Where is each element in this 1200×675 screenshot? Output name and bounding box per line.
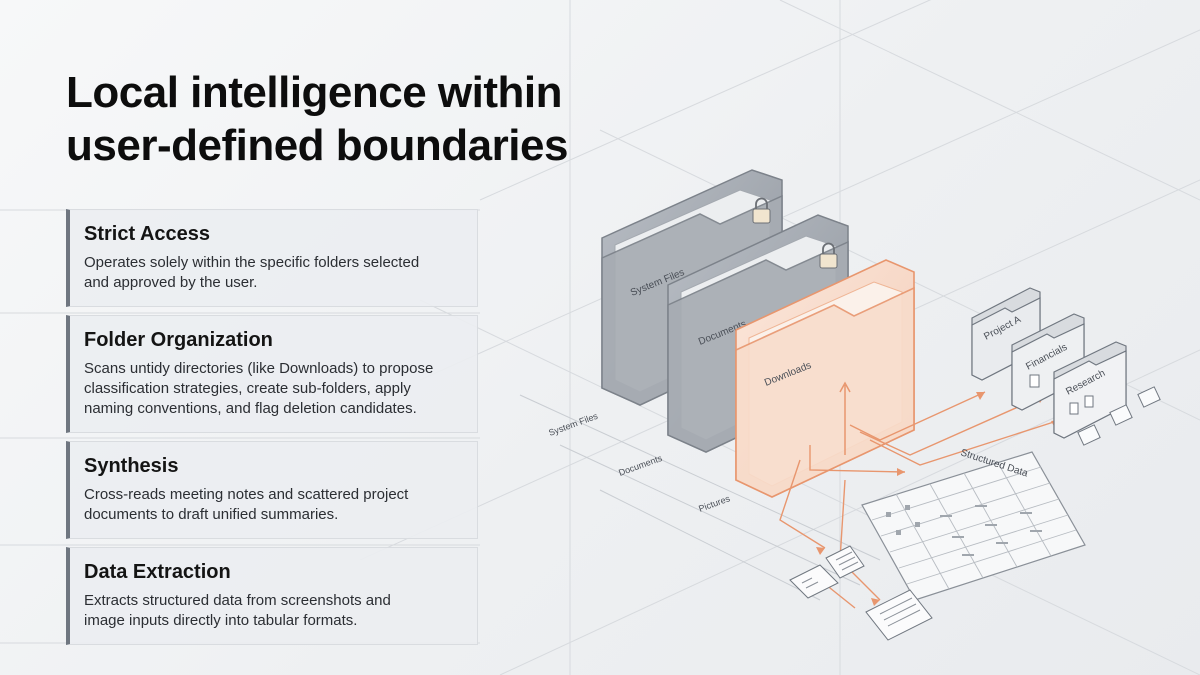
subfolder-financials: Financials: [1011, 313, 1085, 411]
summary-document: [865, 589, 933, 641]
feature-card-synthesis: Synthesis Cross-reads meeting notes and …: [66, 441, 478, 539]
folder-diagram: System Files Documents Downloads System …: [519, 169, 1161, 641]
feature-description: Scans untidy directories (like Downloads…: [84, 359, 463, 419]
feature-description-line: Extracts structured data from screenshot…: [84, 592, 391, 609]
feature-list: Strict Access Operates solely within the…: [66, 209, 478, 653]
page-title: Local intelligence within user-defined b…: [66, 66, 666, 172]
feature-card-data-extraction: Data Extraction Extracts structured data…: [66, 547, 478, 645]
structured-data-table: Structured Data: [861, 447, 1086, 601]
page-title-line-2: user-defined boundaries: [66, 121, 568, 170]
feature-description-line: classification strategies, create sub-fo…: [84, 380, 411, 397]
document-icon: [1029, 374, 1040, 388]
feature-description-line: and approved by the user.: [84, 274, 258, 291]
document-icon: [1069, 402, 1079, 415]
document-icon: [825, 545, 865, 579]
feature-card-strict-access: Strict Access Operates solely within the…: [66, 209, 478, 307]
feature-description: Operates solely within the specific fold…: [84, 253, 463, 293]
feature-heading: Data Extraction: [84, 561, 231, 583]
feature-description: Extracts structured data from screenshot…: [84, 591, 463, 631]
page-title-line-1: Local intelligence within: [66, 68, 563, 117]
feature-description-line: Cross-reads meeting notes and scattered …: [84, 486, 409, 503]
floor-label-pictures: Pictures: [697, 493, 731, 514]
floor-label-documents: Documents: [617, 453, 664, 478]
lock-icon: [752, 197, 771, 224]
extracted-image-input: [789, 564, 839, 599]
feature-heading: Strict Access: [84, 223, 210, 245]
feature-description-line: documents to draft unified summaries.: [84, 506, 339, 523]
feature-heading: Synthesis: [84, 455, 179, 477]
feature-description-line: naming conventions, and flag deletion ca…: [84, 400, 417, 417]
subfolder-research: Research: [1053, 341, 1127, 439]
image-icon: [1077, 424, 1101, 446]
feature-description-line: Operates solely within the specific fold…: [84, 254, 420, 271]
lock-icon: [819, 242, 838, 269]
feature-card-folder-organization: Folder Organization Scans untidy directo…: [66, 315, 478, 433]
floor-label-system-files: System Files: [547, 411, 599, 438]
feature-heading: Folder Organization: [84, 329, 273, 351]
document-icon: [1137, 386, 1161, 408]
downloads-folder: Downloads: [735, 259, 915, 498]
image-icon: [1109, 404, 1133, 426]
feature-description: Cross-reads meeting notes and scattered …: [84, 485, 463, 525]
feature-description-line: image inputs directly into tabular forma…: [84, 612, 358, 629]
document-icon: [1084, 395, 1094, 408]
feature-description-line: Scans untidy directories (like Downloads…: [84, 360, 434, 377]
